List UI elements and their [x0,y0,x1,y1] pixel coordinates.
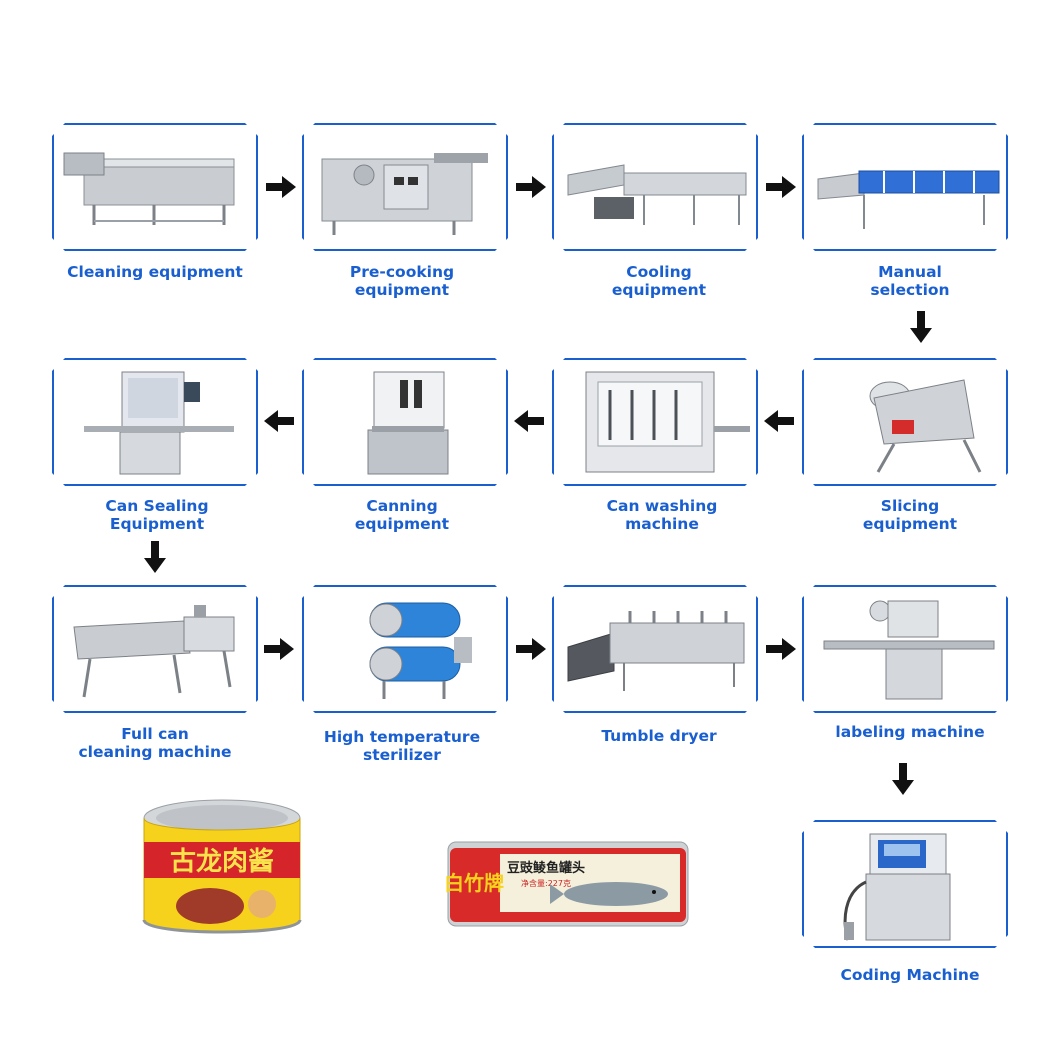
cleaning-equipment-image [63,152,235,225]
step-label-pre-cooking-equipment: Pre-cooking equipment [349,263,455,299]
step-label-high-temperature-sterilizer: High temperature sterilizer [323,728,481,764]
step-card-can-washing-machine [552,358,758,486]
step-label-canning-equipment: Canning equipment [354,497,450,533]
full-can-cleaning-machine-image [73,605,235,698]
can-sealing-equipment-image [84,371,234,475]
step-card-canning-equipment [302,358,508,486]
tumble-dryer-image [567,611,745,691]
step-label-manual-selection: Manual selection [870,263,950,299]
step-card-tumble-dryer [552,585,758,713]
fish-can-image: 白竹牌 豆豉鲮鱼罐头 净含量:227克 [446,841,689,927]
arrow-left-icon [514,410,544,432]
step-label-tumble-dryer: Tumble dryer [601,727,717,745]
step-label-can-sealing-equipment: Can Sealing Equipment [105,497,209,533]
step-label-slicing-equipment: Slicing equipment [862,497,958,533]
cooling-equipment-image [567,164,747,225]
can-washing-machine-image [585,371,750,473]
step-label-cleaning-equipment: Cleaning equipment [67,263,243,281]
arrow-down-icon [144,541,166,573]
coding-machine-image [843,833,951,941]
arrow-right-icon [766,638,796,660]
slicing-equipment-image [869,379,982,473]
arrow-right-icon [266,176,296,198]
step-card-cooling-equipment [552,123,758,251]
arrow-down-icon [910,311,932,343]
step-label-full-can-cleaning-machine: Full can cleaning machine [78,725,232,761]
fish-can-weight-text: 净含量:227克 [521,878,571,888]
step-card-slicing-equipment [802,358,1008,486]
arrow-right-icon [766,176,796,198]
step-card-can-sealing-equipment [52,358,258,486]
manual-selection-image [817,170,1000,229]
step-card-pre-cooking-equipment [302,123,508,251]
step-label-cooling-equipment: Cooling equipment [611,263,707,299]
high-temperature-sterilizer-image [369,602,472,699]
arrow-right-icon [264,638,294,660]
arrow-left-icon [764,410,794,432]
fish-can-brand-text: 白竹牌 [446,871,504,895]
labeling-machine-image [823,600,995,700]
step-label-coding-machine: Coding Machine [840,966,980,984]
pork-sauce-can-image: 古龙肉酱 [142,799,302,934]
step-card-full-can-cleaning-machine [52,585,258,713]
canning-equipment-image [367,371,449,475]
arrow-right-icon [516,638,546,660]
step-card-manual-selection [802,123,1008,251]
pork-can-brand-text: 古龙肉酱 [170,846,274,877]
step-card-cleaning-equipment [52,123,258,251]
pre-cooking-equipment-image [321,153,488,235]
arrow-right-icon [516,176,546,198]
step-label-labeling-machine: labeling machine [835,723,985,741]
step-card-labeling-machine [802,585,1008,713]
fish-can-title-text: 豆豉鲮鱼罐头 [507,860,585,876]
step-label-can-washing-machine: Can washing machine [606,497,718,533]
step-card-coding-machine [802,820,1008,948]
arrow-left-icon [264,410,294,432]
step-card-high-temperature-sterilizer [302,585,508,713]
arrow-down-icon [892,763,914,795]
